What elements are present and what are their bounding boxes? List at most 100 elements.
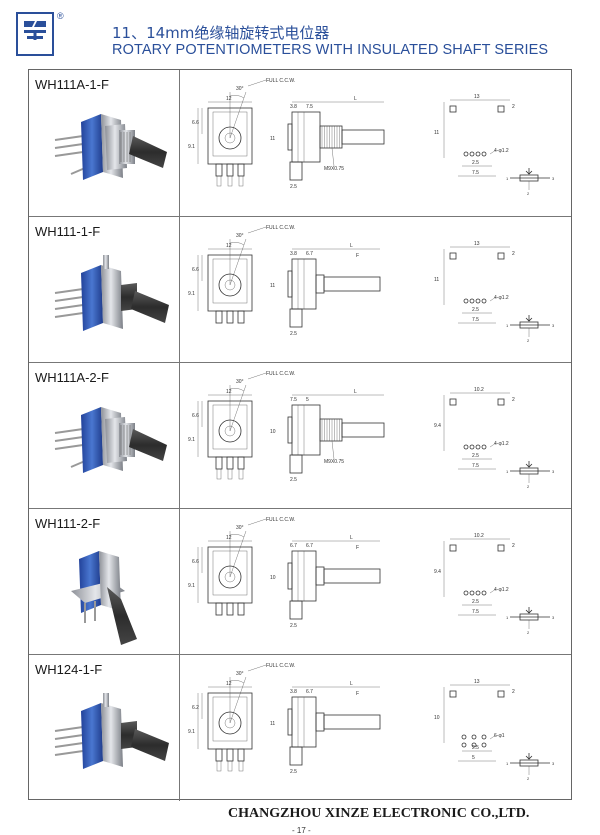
- page-number: - 17 -: [292, 826, 311, 835]
- pcb-label-holes: 4-φ1.2: [494, 587, 509, 593]
- thread-label: M9X0.75: [324, 459, 344, 465]
- dim-label-side-h: 11: [270, 283, 275, 289]
- pcb-hole: [481, 734, 487, 740]
- pcb-label-edge: 2: [512, 543, 515, 549]
- column-divider: [179, 70, 180, 216]
- dim-label-height: 9.1: [188, 729, 195, 735]
- dim-label-top: 6.2: [192, 705, 199, 711]
- product-photo: [54, 254, 170, 332]
- dim-label-side-b: 6.7: [306, 251, 313, 257]
- pcb-hole: [475, 590, 481, 596]
- pcb-hole: [481, 151, 487, 157]
- pcb-hole: [481, 444, 487, 450]
- pin-label-2: 2: [527, 776, 530, 781]
- wiper-arrow-icon: [525, 461, 533, 468]
- pcb-label-height: 9.4: [434, 569, 441, 575]
- pcb-hole: [461, 742, 467, 748]
- dim-label-side-a: 6.7: [290, 543, 297, 549]
- dim-label-pin: 2.5: [290, 477, 297, 483]
- product-photo: [70, 550, 138, 646]
- pcb-hole: [481, 590, 487, 596]
- dim-label-angle: 30°: [236, 86, 244, 92]
- dim-label-side-h: 11: [270, 136, 275, 142]
- pcb-hole: [469, 298, 475, 304]
- pin-label-1: 1: [506, 761, 509, 766]
- pcb-label-pitch: 2.5: [472, 745, 479, 751]
- pcb-label-edge: 2: [512, 104, 515, 110]
- side-view-thread: [319, 418, 343, 442]
- shaft-label-f: F: [356, 691, 359, 697]
- dim-label-side-b: 6.7: [306, 543, 313, 549]
- side-view-shaft: [323, 568, 381, 584]
- dim-label-height: 9.1: [188, 291, 195, 297]
- dim-label-height: 9.1: [188, 583, 195, 589]
- dim-label-top: 6.6: [192, 413, 199, 419]
- model-name: WH111A-2-F: [35, 370, 109, 385]
- model-name: WH111A-1-F: [35, 77, 109, 92]
- pcb-hole: [471, 734, 477, 740]
- company-name: CHANGZHOU XINZE ELECTRONIC CO.,LTD.: [228, 806, 530, 821]
- dim-label-side-h: 10: [270, 429, 276, 435]
- pcb-label-span: 7.5: [472, 463, 479, 469]
- full-ccw-label: FULL C.C.W.: [266, 663, 295, 669]
- side-view-body: [291, 111, 321, 163]
- pin-label-3: 3: [552, 469, 555, 474]
- shaft-label-f: F: [356, 545, 359, 551]
- pcb-hole: [475, 298, 481, 304]
- pcb-label-pitch: 2.5: [472, 453, 479, 459]
- logo-mark-icon: [24, 21, 46, 40]
- dim-label-length: L: [350, 535, 353, 541]
- pin-label-3: 3: [552, 323, 555, 328]
- pcb-label-edge: 2: [512, 397, 515, 403]
- pcb-label-width: 13: [474, 241, 480, 247]
- pcb-hole: [469, 151, 475, 157]
- dim-label-pin: 2.5: [290, 184, 297, 190]
- pcb-hole: [463, 590, 469, 596]
- dim-label-length: L: [354, 389, 357, 395]
- pcb-hole: [475, 151, 481, 157]
- pin-label-1: 1: [506, 469, 509, 474]
- dim-label-width: 12: [226, 389, 232, 395]
- pin-label-1: 1: [506, 615, 509, 620]
- pin-label-1: 1: [506, 176, 509, 181]
- dim-label-angle: 30°: [236, 233, 244, 239]
- pcb-label-span: 7.5: [472, 317, 479, 323]
- pcb-label-holes: 4-φ1.2: [494, 148, 509, 154]
- model-name: WH111-1-F: [35, 224, 101, 239]
- pin-label-2: 2: [527, 191, 530, 196]
- pcb-hole: [469, 444, 475, 450]
- wiper-arrow-icon: [525, 315, 533, 322]
- dim-label-side-a: 3.8: [290, 251, 297, 257]
- wiper-arrow-icon: [525, 753, 533, 760]
- page-title-en: ROTARY POTENTIOMETERS WITH INSULATED SHA…: [112, 42, 549, 58]
- pcb-hole: [463, 298, 469, 304]
- company-logo: [16, 12, 54, 56]
- dim-label-side-h: 11: [270, 721, 275, 727]
- registered-mark-icon: ®: [57, 11, 64, 21]
- pin-label-1: 1: [506, 323, 509, 328]
- pcb-label-width: 10.2: [474, 533, 484, 539]
- column-divider: [179, 363, 180, 509]
- pcb-hole: [471, 742, 477, 748]
- pcb-label-width: 13: [474, 679, 480, 685]
- wiper-arrow-icon: [525, 168, 533, 175]
- dim-label-height: 9.1: [188, 437, 195, 443]
- column-divider: [179, 217, 180, 363]
- dim-label-pin: 2.5: [290, 331, 297, 337]
- dim-label-side-a: 7.5: [290, 397, 297, 403]
- dim-label-top: 6.6: [192, 559, 199, 565]
- dim-label-pin: 2.5: [290, 769, 297, 775]
- pcb-label-width: 13: [474, 94, 480, 100]
- dim-label-width: 12: [226, 535, 232, 541]
- thread-label: M9X0.75: [324, 166, 344, 172]
- dim-label-angle: 30°: [236, 525, 244, 531]
- pcb-label-height: 9.4: [434, 423, 441, 429]
- page-title-cn: 11、14mm绝缘轴旋转式电位器: [112, 24, 330, 42]
- pcb-label-edge: 2: [512, 689, 515, 695]
